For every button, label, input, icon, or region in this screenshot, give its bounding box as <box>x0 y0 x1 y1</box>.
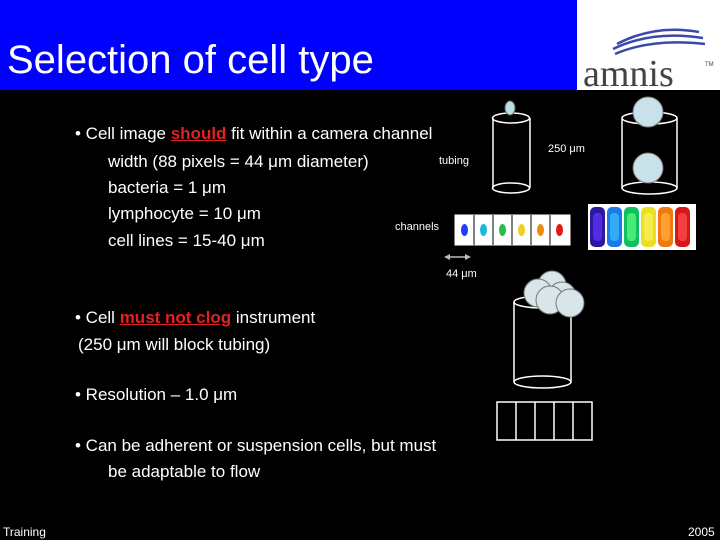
large-tube-cylinder <box>621 96 678 195</box>
bullet-clog: • Cell must not clog instrument <box>75 308 315 328</box>
detail-line-tubing: (250 μm will block tubing) <box>78 335 271 354</box>
width-44-label: 44 μm <box>446 268 477 280</box>
detail-line-width: width (88 pixels = 44 μm diameter) <box>108 152 369 171</box>
channel-cell <box>556 224 563 236</box>
detail-line-lymphocyte: lymphocyte = 10 μm <box>108 204 261 223</box>
small-cell <box>504 100 516 116</box>
channel-cell <box>518 224 525 236</box>
page-title: Selection of cell type <box>7 38 374 82</box>
channel-row <box>454 214 571 246</box>
cell-image-strip <box>588 204 696 250</box>
trademark-mark: TM <box>705 62 714 68</box>
bullet-adherent: • Can be adherent or suspension cells, b… <box>75 436 437 455</box>
bullet-camera-channel: • Cell image should fit within a camera … <box>75 124 432 144</box>
title-bar: Selection of cell type <box>0 0 577 90</box>
emphasis-should: should <box>170 124 227 143</box>
footer-year: 2005 <box>688 525 715 539</box>
bullet-text: fit within a camera channel <box>226 124 433 143</box>
channel-cell <box>480 224 487 236</box>
bullet-text: • Cell <box>75 308 120 327</box>
bullet-text: instrument <box>231 308 316 327</box>
clump-cell <box>555 288 585 318</box>
logo-wordmark: amnis <box>583 53 674 95</box>
width-arrow <box>444 254 471 260</box>
channel-cell <box>537 224 544 236</box>
tubing-cylinder <box>491 100 531 194</box>
detail-line-bacteria: bacteria = 1 μm <box>108 178 226 197</box>
detail-line-cell-lines: cell lines = 15-40 μm <box>108 231 265 250</box>
bottom-channel-grid <box>496 401 593 441</box>
emphasis-must-not-clog: must not clog <box>119 308 232 327</box>
bullet-text: • Cell image <box>75 124 171 143</box>
clogged-tube-cylinder <box>513 270 585 389</box>
footer-training: Training <box>3 525 46 539</box>
amnis-logo: amnis TM <box>577 0 720 95</box>
tubing-label: tubing <box>439 155 469 167</box>
channel-cell <box>461 224 468 236</box>
large-cell <box>632 96 664 128</box>
logo-swoosh-icon <box>612 28 706 56</box>
bullet-resolution: • Resolution – 1.0 μm <box>75 385 238 404</box>
large-cell <box>632 152 664 184</box>
bullet-adherent-cont: be adaptable to flow <box>108 462 261 481</box>
channel-cell <box>499 224 506 236</box>
channels-label: channels <box>395 221 440 233</box>
size-250-label: 250 μm <box>548 143 585 155</box>
